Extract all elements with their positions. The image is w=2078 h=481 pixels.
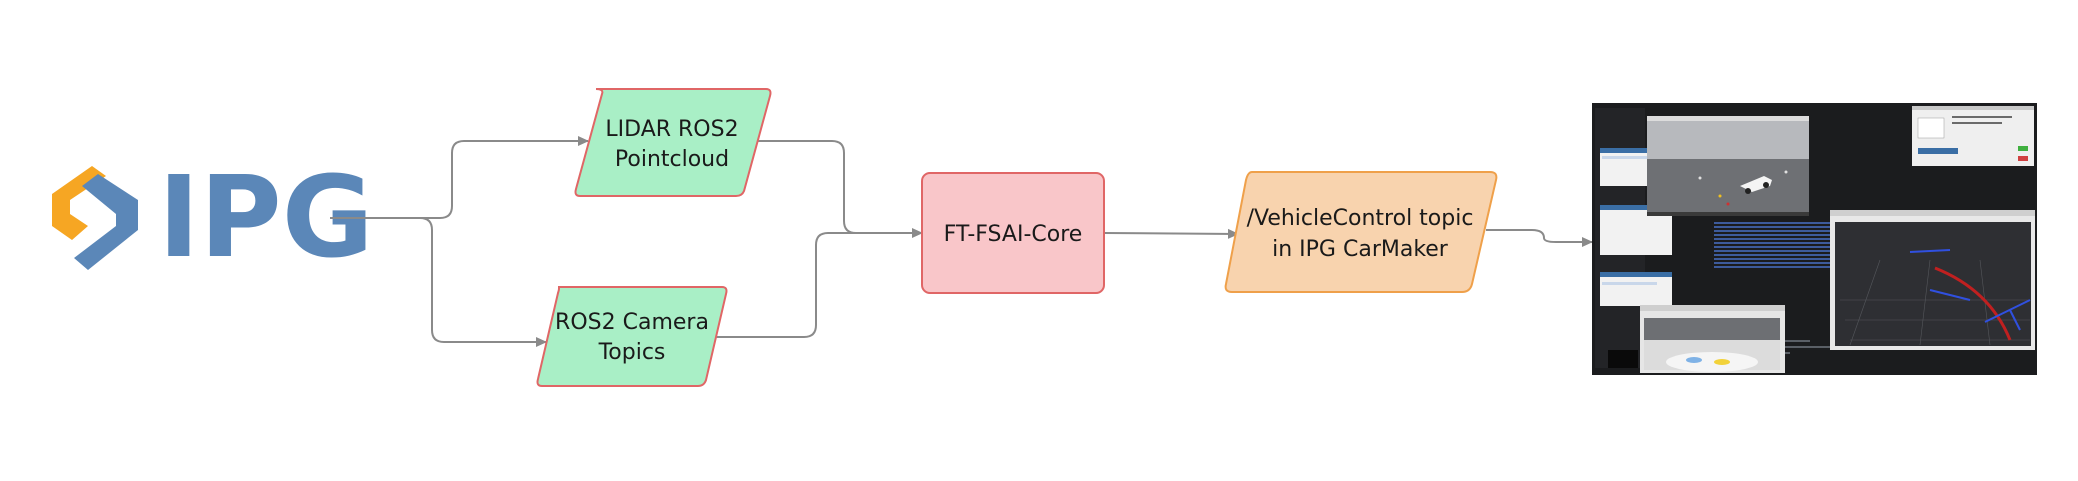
ipg-logo: IPG [52,153,374,283]
node-core: FT-FSAI-Core [921,172,1105,294]
edge-lidar-to-core [752,140,923,238]
node-lidar: LIDAR ROS2 Pointcloud [574,88,772,197]
edges [330,136,1593,347]
ipg-logo-mark-icon [52,166,138,270]
edge-logo-to-camera [330,217,547,347]
node-lidar-line1: LIDAR ROS2 [605,117,738,142]
edge-vehicle-to-screenshot [1486,229,1593,247]
node-lidar-line2: Pointcloud [615,147,729,172]
node-core-label: FT-FSAI-Core [944,222,1083,247]
node-camera-line2: Topics [598,340,666,365]
node-vehicle: /VehicleControl topic in IPG CarMaker [1224,171,1498,293]
edge-core-to-vehicle [1103,228,1239,239]
node-camera-line1: ROS2 Camera [555,310,709,335]
simulator-screenshot-thumbnail [1592,103,2037,375]
node-vehicle-line2: in IPG CarMaker [1272,237,1449,262]
edge-logo-to-lidar [330,136,589,219]
node-camera: ROS2 Camera Topics [536,286,728,387]
node-vehicle-line1: /VehicleControl topic [1247,206,1474,231]
edge-camera-to-core [712,232,922,338]
